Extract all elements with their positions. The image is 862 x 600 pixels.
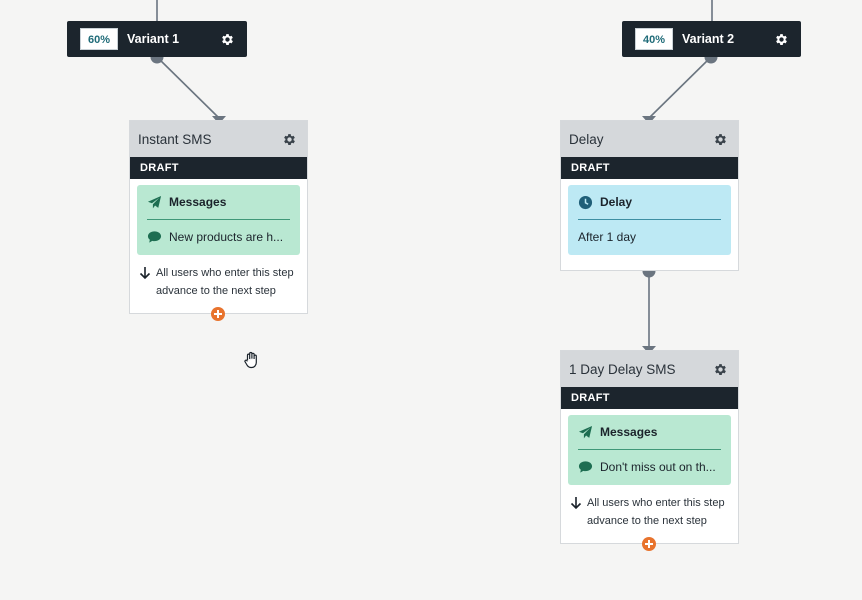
chat-bubble-icon: [578, 460, 593, 474]
instant-sms-step-card[interactable]: Instant SMS DRAFT Messages New products …: [129, 120, 308, 314]
clock-icon: [578, 195, 593, 210]
advance-text-line: advance to the next step: [587, 515, 707, 527]
hand-cursor-icon: [244, 351, 257, 369]
block-title: Delay: [600, 195, 633, 209]
arrow-down-icon: [570, 497, 582, 510]
delay-sms-step-card[interactable]: 1 Day Delay SMS DRAFT Messages Don't mis…: [560, 350, 739, 544]
advance-text-line: advance to the next step: [156, 285, 276, 297]
variant-2-label: Variant 2: [682, 32, 735, 46]
gear-icon[interactable]: [713, 362, 728, 377]
advance-text-line: All users who enter this step: [587, 497, 725, 509]
messages-block[interactable]: Messages New products are h...: [137, 185, 300, 255]
draft-status-badge: DRAFT: [561, 387, 738, 409]
block-title: Messages: [169, 195, 227, 209]
step-header[interactable]: Delay: [561, 121, 738, 157]
variant-2-bar[interactable]: 40% Variant 2: [622, 21, 801, 57]
variant-2-percentage[interactable]: 40%: [635, 28, 673, 50]
step-header[interactable]: Instant SMS: [130, 121, 307, 157]
variant-1-percentage[interactable]: 60%: [80, 28, 118, 50]
add-step-button[interactable]: [642, 537, 656, 551]
message-preview: Don't miss out on th...: [600, 460, 716, 474]
gear-icon[interactable]: [282, 132, 297, 147]
step-header[interactable]: 1 Day Delay SMS: [561, 351, 738, 387]
gear-icon[interactable]: [713, 132, 728, 147]
paper-plane-icon: [578, 425, 593, 440]
paper-plane-icon: [147, 195, 162, 210]
arrow-down-icon: [139, 267, 151, 280]
draft-status-badge: DRAFT: [130, 157, 307, 179]
step-title: Delay: [569, 131, 604, 147]
draft-status-badge: DRAFT: [561, 157, 738, 179]
messages-block[interactable]: Messages Don't miss out on th...: [568, 415, 731, 485]
delay-duration: After 1 day: [578, 230, 637, 244]
delay-block[interactable]: Delay After 1 day: [568, 185, 731, 255]
block-title: Messages: [600, 425, 658, 439]
chat-bubble-icon: [147, 230, 162, 244]
variant-1-bar[interactable]: 60% Variant 1: [67, 21, 247, 57]
message-preview: New products are h...: [169, 230, 284, 244]
gear-icon[interactable]: [220, 32, 235, 47]
step-title: Instant SMS: [138, 131, 212, 147]
add-step-button[interactable]: [211, 307, 225, 321]
step-title: 1 Day Delay SMS: [569, 361, 676, 377]
advance-text-line: All users who enter this step: [156, 267, 294, 279]
variant-1-label: Variant 1: [127, 32, 180, 46]
delay-step-card[interactable]: Delay DRAFT Delay After 1 day: [560, 120, 739, 271]
gear-icon[interactable]: [774, 32, 789, 47]
